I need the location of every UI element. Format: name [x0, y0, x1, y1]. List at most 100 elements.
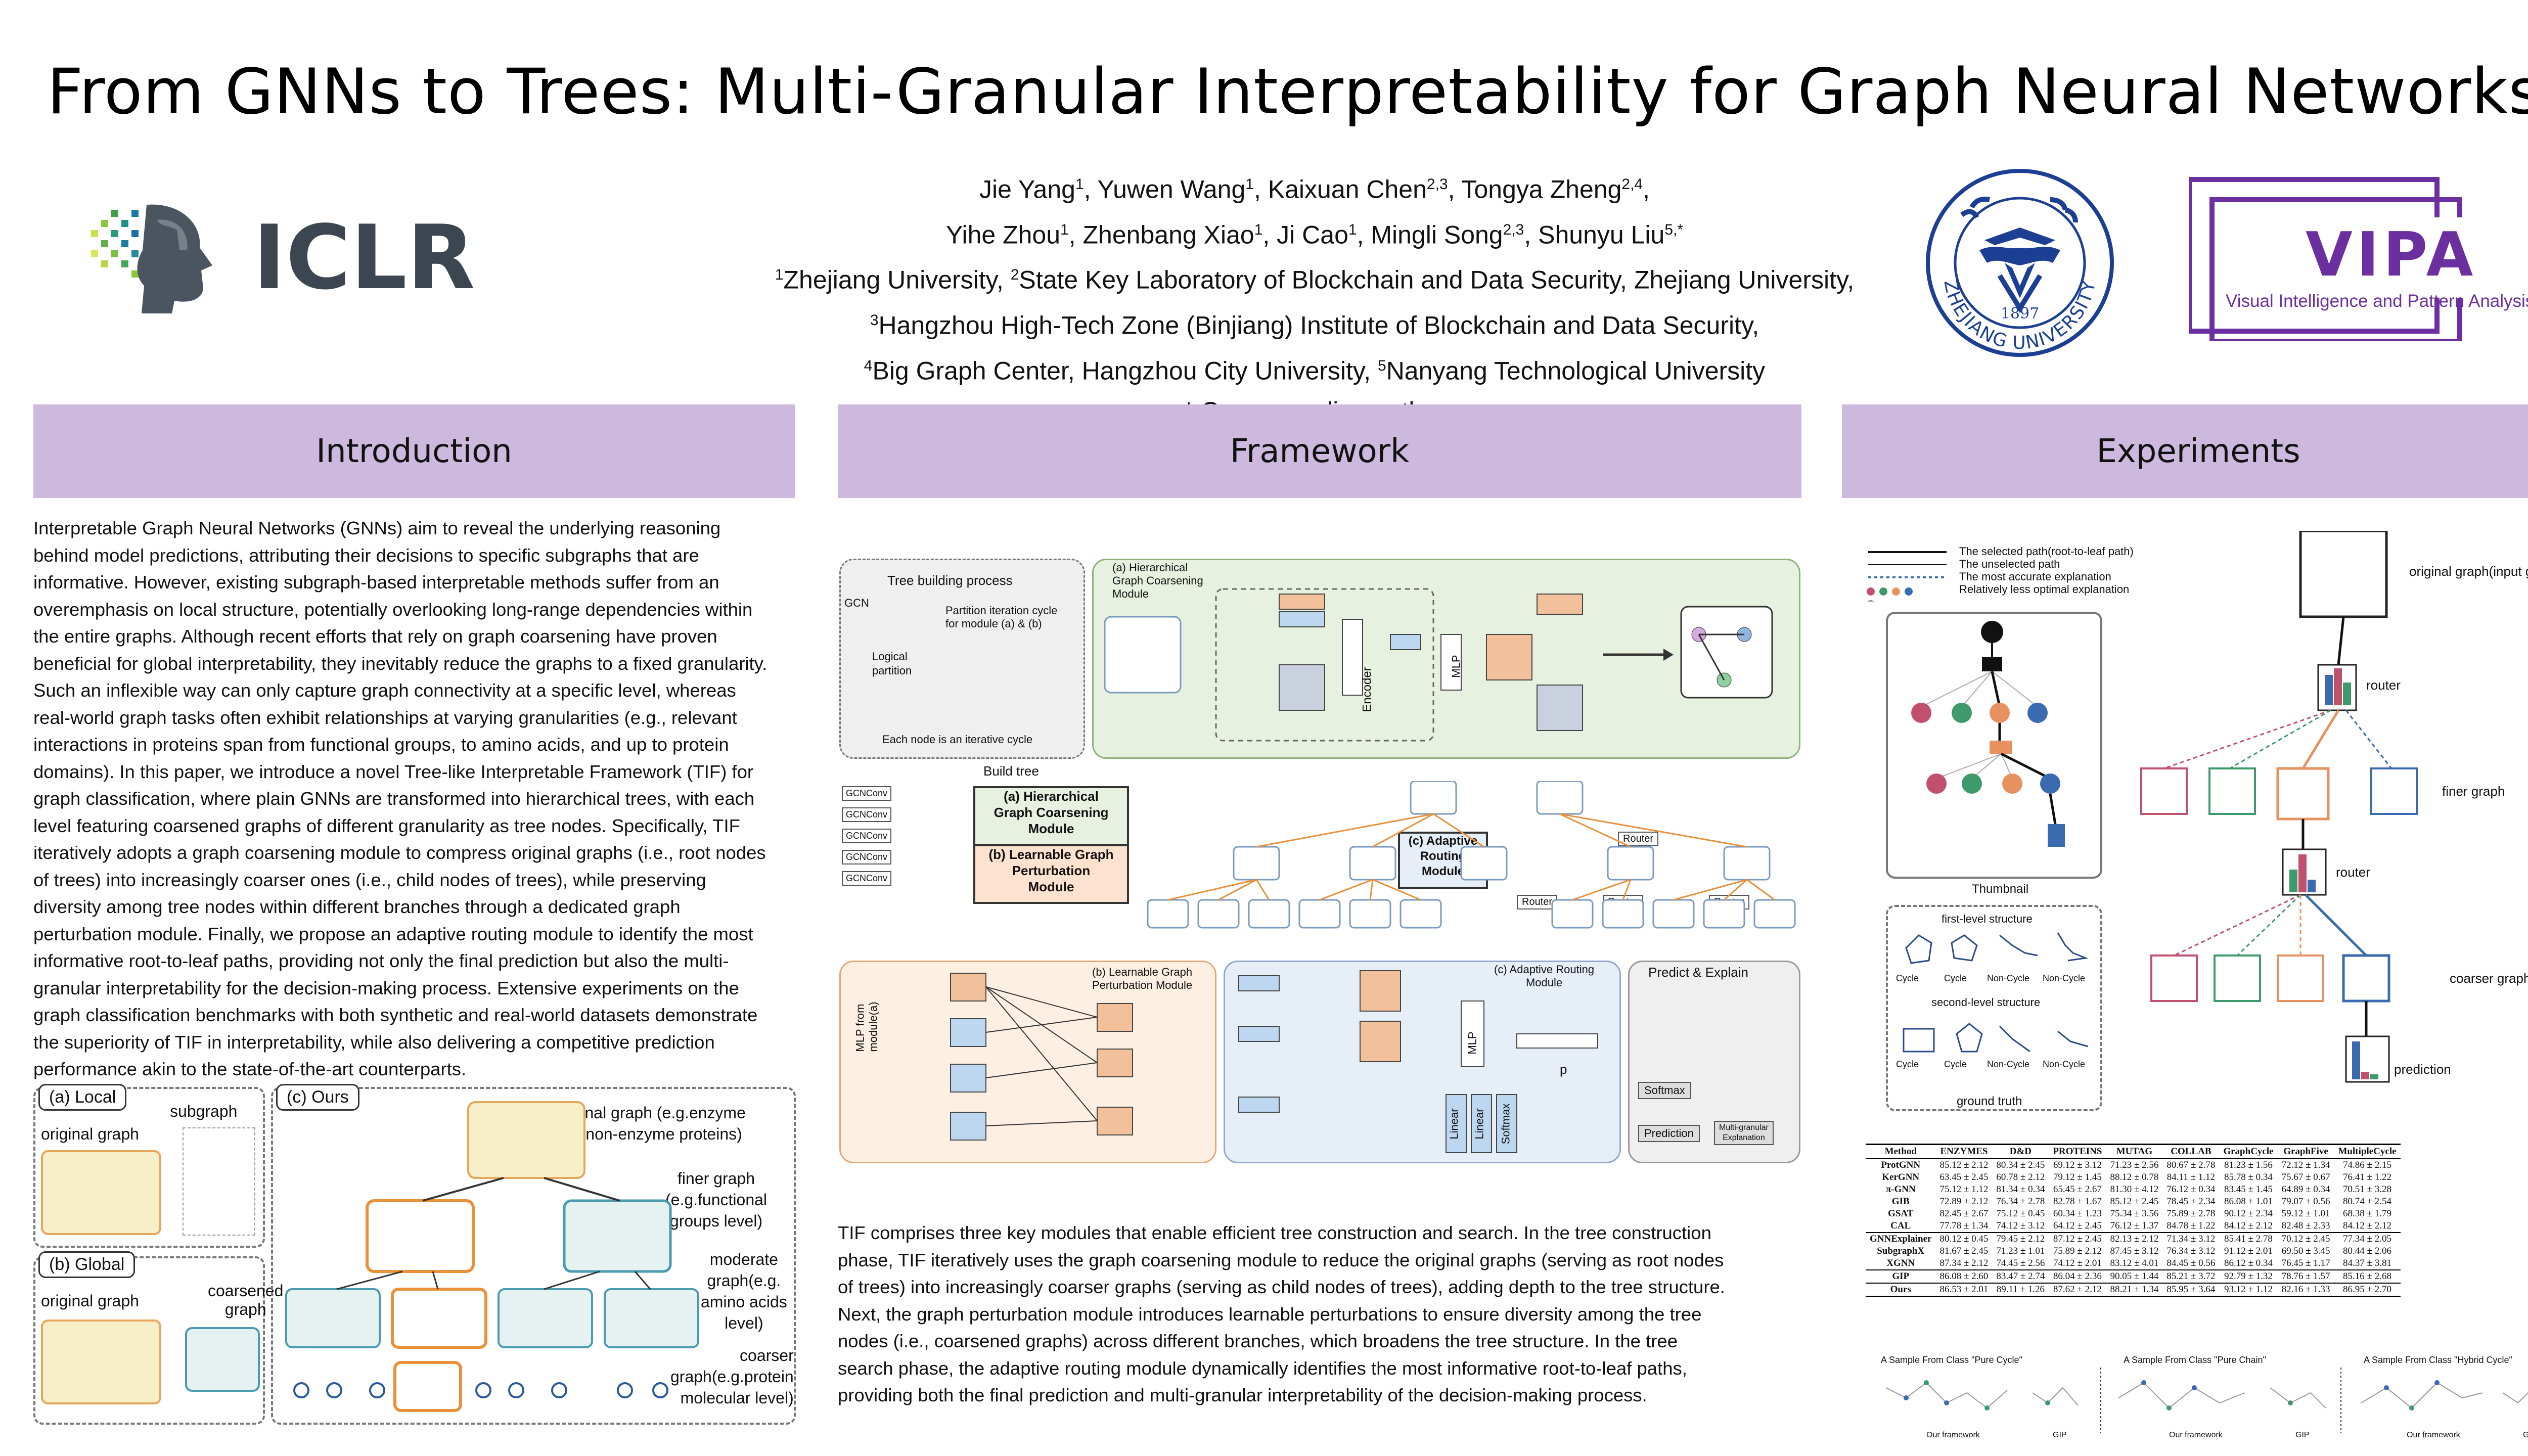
intro-line: overemphasis on local structure, potenti…	[33, 599, 753, 620]
table-cell: 69.50 ± 3.45	[2281, 1246, 2330, 1256]
table-cell: 82.45 ± 2.67	[1939, 1208, 1989, 1219]
intro-line: real-world graph tasks often exhibit rel…	[33, 707, 737, 728]
table-cell: 86.12 ± 0.34	[2224, 1258, 2273, 1268]
table-cell: 82.48 ± 2.33	[2281, 1220, 2330, 1231]
table-cell: 75.89 ± 2.78	[2166, 1208, 2216, 1219]
routing-diagram	[1238, 970, 1598, 1153]
table-cell: 74.86 ± 2.15	[2343, 1160, 2391, 1170]
ours-panel	[271, 1087, 796, 1425]
ground-truth-label: ground truth	[1957, 1095, 2022, 1108]
sample-right-label: GIP	[2523, 1431, 2528, 1439]
table-cell: 79.12 ± 1.45	[2053, 1172, 2102, 1182]
table-cell: 71.34 ± 3.12	[2162, 1232, 2220, 1245]
table-cell: 87.12 ± 2.45	[2049, 1232, 2106, 1245]
ours-label: (c) Ours	[276, 1084, 359, 1111]
original-graph-thumbnail	[41, 1320, 161, 1404]
intro-line: behind model predictions, attributing th…	[33, 544, 699, 566]
iclr-wordmark: ICLR	[253, 207, 475, 309]
intro-figure: (a) Local subgraph original graph (b) Gl…	[33, 1084, 796, 1425]
framework-line: nodes (i.e., coarsened graphs) across di…	[838, 1331, 1678, 1351]
table-cell: 79.45 ± 2.12	[1992, 1232, 2049, 1245]
table-cell: 82.13 ± 2.12	[2106, 1232, 2163, 1245]
table-cell: 72.12 ± 1.34	[2281, 1160, 2330, 1170]
legend-labels: The selected path(root-to-leaf path)The …	[1959, 545, 2134, 596]
routing-panel	[1224, 961, 1621, 1163]
legend-symbols	[1867, 551, 1947, 602]
table-cell: 63.45 ± 2.45	[1939, 1172, 1989, 1182]
ours-tree-diagram	[285, 1101, 699, 1412]
table-cell: 84.78 ± 1.22	[2166, 1220, 2216, 1231]
table-cell: 86.08 ± 1.01	[2224, 1196, 2273, 1207]
table-cell: 84.12 ± 2.12	[2343, 1220, 2391, 1231]
shape-label: Non-Cycle	[2043, 1059, 2086, 1069]
table-header-cell: MultipleCycle	[2334, 1144, 2401, 1159]
author-block: Jie Yang1, Yuwen Wang1, Kaixuan Chen2,3,…	[566, 164, 2063, 431]
table-cell: 75.12 ± 0.45	[1996, 1208, 2045, 1219]
iclr-logo: ICLR	[86, 200, 541, 316]
mlp-label: MLP	[1450, 655, 1463, 678]
table-header-cell: ENZYMES	[1935, 1144, 1993, 1159]
zju-year: 1897	[2001, 305, 2039, 323]
intro-line: the entire graphs. Although recent effor…	[33, 626, 717, 647]
vipa-subtitle: Visual Intelligence and Pattern Analysis	[2226, 291, 2528, 311]
table-cell: 91.12 ± 2.01	[2224, 1246, 2273, 1256]
table-cell: 76.45 ± 1.17	[2281, 1258, 2330, 1268]
table-cell: 75.34 ± 3.56	[2110, 1208, 2159, 1219]
table-cell: 60.34 ± 1.23	[2053, 1208, 2102, 1219]
table-cell: 85.95 ± 3.64	[2162, 1283, 2220, 1297]
table-cell: 77.78 ± 1.34	[1939, 1220, 1989, 1231]
method-name-cell: SubgraphX	[1877, 1246, 1925, 1256]
method-name-cell: GNNExplainer	[1866, 1232, 1936, 1245]
table-cell: 81.67 ± 2.45	[1939, 1246, 1989, 1256]
original-graph-thumbnail	[41, 1150, 161, 1235]
table-header-cell: Method	[1866, 1144, 1936, 1159]
intro-line: performance akin to the state-of-the-art…	[33, 1059, 467, 1079]
table-cell: 82.16 ± 1.33	[2277, 1283, 2334, 1297]
sample-right-label: GIP	[2053, 1431, 2067, 1439]
table-cell: 76.12 ± 1.37	[2110, 1220, 2159, 1231]
table-cell: 85.78 ± 0.34	[2224, 1172, 2273, 1182]
framework-header: Framework	[838, 404, 1801, 498]
table-cell: 87.34 ± 2.12	[1939, 1258, 1989, 1268]
tree-diagram	[1147, 781, 1796, 929]
zju-seal-icon: 1897 ZHEJIANG UNIVERSITY	[1926, 169, 2114, 357]
original-graph-label: original graph	[41, 1125, 139, 1143]
table-cell: 85.41 ± 2.78	[2219, 1232, 2278, 1245]
table-cell: 64.89 ± 0.34	[2281, 1184, 2330, 1195]
table-cell: 86.08 ± 2.60	[1935, 1269, 1993, 1283]
table-cell: 68.38 ± 1.79	[2343, 1208, 2391, 1219]
intro-line: informative root-to-leaf paths, providin…	[33, 950, 729, 971]
vipa-frame-icon: VIPA Visual Intelligence and Pattern Ana…	[2187, 177, 2528, 344]
encoder-label: Encoder	[1360, 667, 1374, 712]
subgraph-label: subgraph	[170, 1102, 238, 1120]
intro-line: diversity among tree nodes within differ…	[33, 896, 681, 917]
sample-title: A Sample From Class "Pure Cycle"	[1881, 1355, 2022, 1365]
build-tree-label: Build tree	[983, 763, 1039, 779]
framework-line: search phase, the adaptive routing modul…	[838, 1357, 1687, 1379]
table-cell: 75.89 ± 2.12	[2053, 1246, 2102, 1256]
ground-truth-panel	[1886, 905, 2102, 1111]
table-cell: 84.45 ± 0.56	[2166, 1258, 2216, 1268]
sample-title: A Sample From Class "Hybrid Cycle"	[2364, 1355, 2512, 1365]
table-cell: 90.12 ± 2.34	[2224, 1208, 2273, 1219]
table-cell: 72.89 ± 2.12	[1939, 1196, 1989, 1207]
ground-truth-shapes	[1903, 932, 2089, 1053]
table-cell: 84.11 ± 1.12	[2166, 1172, 2215, 1182]
table-cell: 81.23 ± 1.56	[2224, 1160, 2273, 1170]
affiliation-line-3: 4Big Graph Center, Hangzhou City Univers…	[864, 356, 1766, 385]
